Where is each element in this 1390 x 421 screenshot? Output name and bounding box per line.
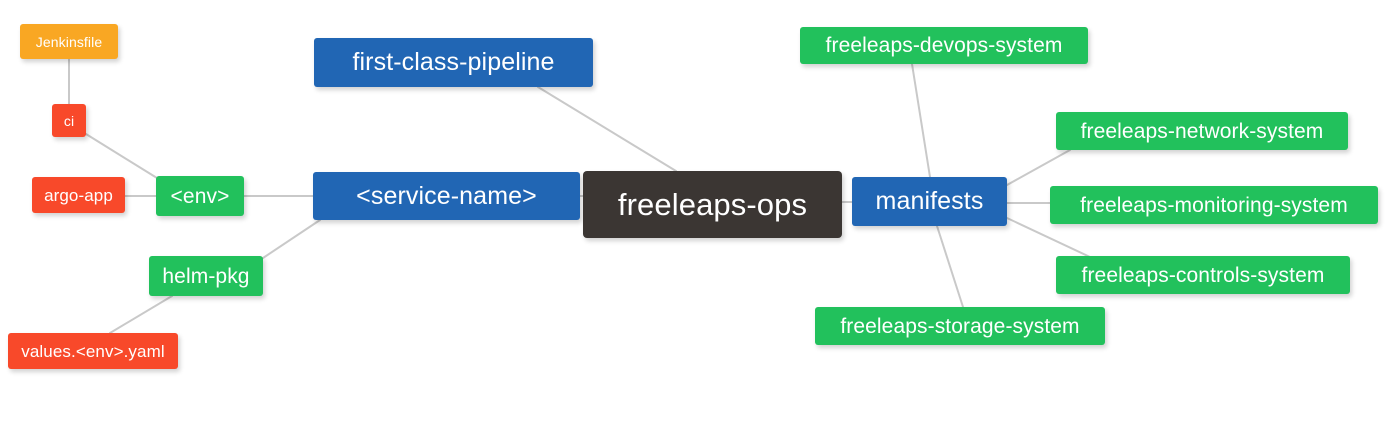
node-jenkinsfile[interactable]: Jenkinsfile: [20, 24, 118, 59]
node-label: argo-app: [44, 185, 113, 205]
node-label: freeleaps-monitoring-system: [1080, 193, 1348, 217]
node-values-yaml[interactable]: values.<env>.yaml: [8, 333, 178, 369]
node-label: freeleaps-storage-system: [840, 314, 1080, 338]
edge-ci-to-env: [85, 133, 158, 179]
node-argo-app[interactable]: argo-app: [32, 177, 125, 213]
node-freeleaps-network-system[interactable]: freeleaps-network-system: [1056, 112, 1348, 150]
edge-manifests-to-freeleaps-network-system: [1006, 149, 1071, 186]
node-first-class-pipeline[interactable]: first-class-pipeline: [314, 38, 593, 87]
node-label: values.<env>.yaml: [21, 341, 165, 361]
node-helm-pkg[interactable]: helm-pkg: [149, 256, 263, 296]
node-label: ci: [63, 112, 75, 129]
edge-helm-pkg-to-values-yaml: [109, 295, 173, 334]
node-label: <env>: [170, 184, 230, 208]
edge-manifests-to-freeleaps-storage-system: [936, 225, 964, 308]
edge-manifests-to-freeleaps-devops-system: [911, 63, 931, 178]
node-freeleaps-monitoring-system[interactable]: freeleaps-monitoring-system: [1050, 186, 1378, 224]
node-label: <service-name>: [356, 181, 537, 210]
node-freeleaps-ops[interactable]: freeleaps-ops: [583, 171, 842, 238]
node-label: helm-pkg: [162, 264, 250, 288]
node-label: manifests: [875, 187, 984, 215]
node-label: first-class-pipeline: [352, 48, 555, 76]
node-label: Jenkinsfile: [35, 33, 103, 50]
node-service-name[interactable]: <service-name>: [313, 172, 580, 220]
node-ci[interactable]: ci: [52, 104, 86, 137]
node-label: freeleaps-devops-system: [825, 34, 1063, 57]
edge-service-name-to-helm-pkg: [262, 219, 321, 259]
node-label: freeleaps-network-system: [1080, 119, 1324, 143]
node-env[interactable]: <env>: [156, 176, 244, 216]
node-label: freeleaps-ops: [617, 187, 808, 222]
node-freeleaps-storage-system[interactable]: freeleaps-storage-system: [815, 307, 1105, 345]
node-label: freeleaps-controls-system: [1081, 263, 1325, 287]
node-freeleaps-devops-system[interactable]: freeleaps-devops-system: [800, 27, 1088, 64]
edge-first-class-pipeline-to-freeleaps-ops: [537, 86, 677, 172]
node-freeleaps-controls-system[interactable]: freeleaps-controls-system: [1056, 256, 1350, 294]
node-manifests[interactable]: manifests: [852, 177, 1007, 226]
